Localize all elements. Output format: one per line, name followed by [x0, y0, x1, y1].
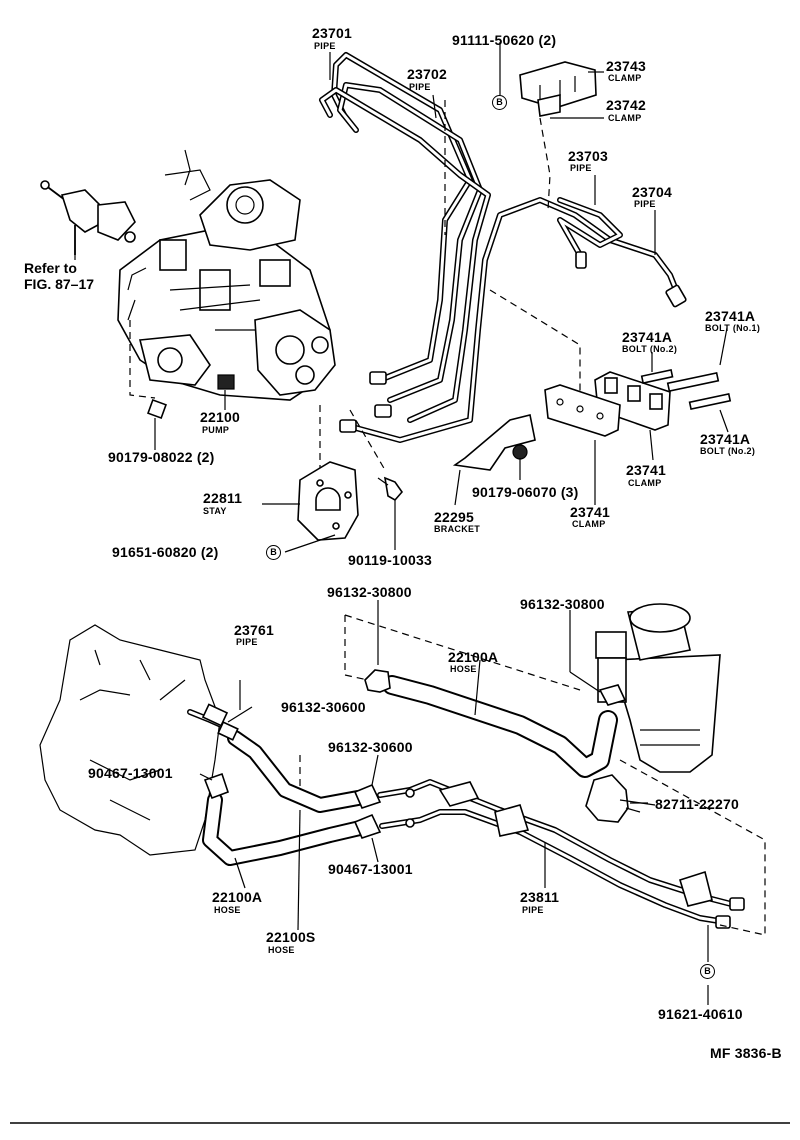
part-caption-label: BRACKET: [434, 524, 481, 534]
fuel-filter: [595, 603, 721, 773]
part-number-label: 23741A: [705, 308, 756, 324]
part-number-label: 96132-30800: [327, 584, 412, 600]
hoses: [202, 675, 618, 866]
part-caption-label: BOLT (No.2): [622, 344, 678, 354]
b-marker-icon: B: [266, 545, 281, 560]
part-number-label: 23743: [606, 58, 646, 74]
part-number-label: 23741A: [622, 329, 673, 345]
part-number-label: 22100A: [212, 889, 263, 905]
injection-pipes: [319, 52, 687, 443]
part-number-label: 22100S: [266, 929, 316, 945]
hose-clips: [203, 669, 656, 839]
part-number-label: 96132-30600: [281, 699, 366, 715]
clamp-23741-assembly: [452, 368, 732, 471]
part-number-label: 82711-22270: [655, 796, 739, 812]
part-caption-label: CLAMP: [628, 478, 662, 488]
part-number-label: 90119-10033: [348, 552, 432, 568]
reference-line-1: Refer to: [24, 260, 77, 276]
callout-leaders: [74, 42, 729, 1005]
part-caption-label: HOSE: [450, 664, 477, 674]
reference-component: [40, 180, 136, 255]
part-number-label: 91621-40610: [658, 1006, 743, 1022]
part-number-label: 23742: [606, 97, 646, 113]
part-number-label: 90467-13001: [328, 861, 413, 877]
stay-22811: [147, 399, 404, 541]
part-number-label: 23701: [312, 25, 352, 41]
part-caption-label: HOSE: [268, 945, 295, 955]
part-caption-label: PIPE: [634, 199, 656, 209]
part-number-label: 23703: [568, 148, 608, 164]
part-caption-label: CLAMP: [572, 519, 606, 529]
part-number-label: 23811: [520, 889, 560, 905]
part-caption-label: PIPE: [522, 905, 544, 915]
part-number-label: 23741: [626, 462, 666, 478]
part-number-label: 96132-30600: [328, 739, 413, 755]
part-caption-label: STAY: [203, 506, 227, 516]
pipe-23761: [187, 703, 239, 741]
part-number-label: 23704: [632, 184, 672, 200]
part-number-label: 90467-13001: [88, 765, 173, 781]
b-marker-icon: B: [492, 95, 507, 110]
part-number-label: 23702: [407, 66, 447, 82]
part-number-label: 23761: [234, 622, 274, 638]
part-number-label: 22100: [200, 409, 240, 425]
part-number-label: 90179-08022 (2): [108, 449, 215, 465]
part-caption-label: HOSE: [214, 905, 241, 915]
part-caption-label: PIPE: [570, 163, 592, 173]
clamp-23743-23742: [519, 61, 597, 117]
reference-line-2: FIG. 87–17: [24, 276, 95, 292]
engine-block-outline: [39, 624, 221, 856]
part-number-label: 22295: [434, 509, 474, 525]
b-marker-icon: B: [700, 964, 715, 979]
part-number-label: 22100A: [448, 649, 499, 665]
part-number-label: 23741: [570, 504, 610, 520]
part-caption-label: PIPE: [409, 82, 431, 92]
figure-code: MF 3836-B: [710, 1045, 782, 1061]
part-number-label: 22811: [203, 490, 243, 506]
part-caption-label: BOLT (No.1): [705, 323, 761, 333]
part-caption-label: PIPE: [236, 637, 258, 647]
injection-pump: [117, 149, 336, 401]
part-number-label: 91111-50620 (2): [452, 32, 557, 48]
part-caption-label: BOLT (No.2): [700, 446, 756, 456]
part-caption-label: PUMP: [202, 425, 230, 435]
part-caption-label: PIPE: [314, 41, 336, 51]
leader-lines-lower: [299, 614, 766, 936]
part-caption-label: CLAMP: [608, 73, 642, 83]
part-number-label: 96132-30800: [520, 596, 605, 612]
part-caption-label: CLAMP: [608, 113, 642, 123]
part-number-label: 90179-06070 (3): [472, 484, 579, 500]
part-number-label: 23741A: [700, 431, 751, 447]
part-number-label: 91651-60820 (2): [112, 544, 219, 560]
